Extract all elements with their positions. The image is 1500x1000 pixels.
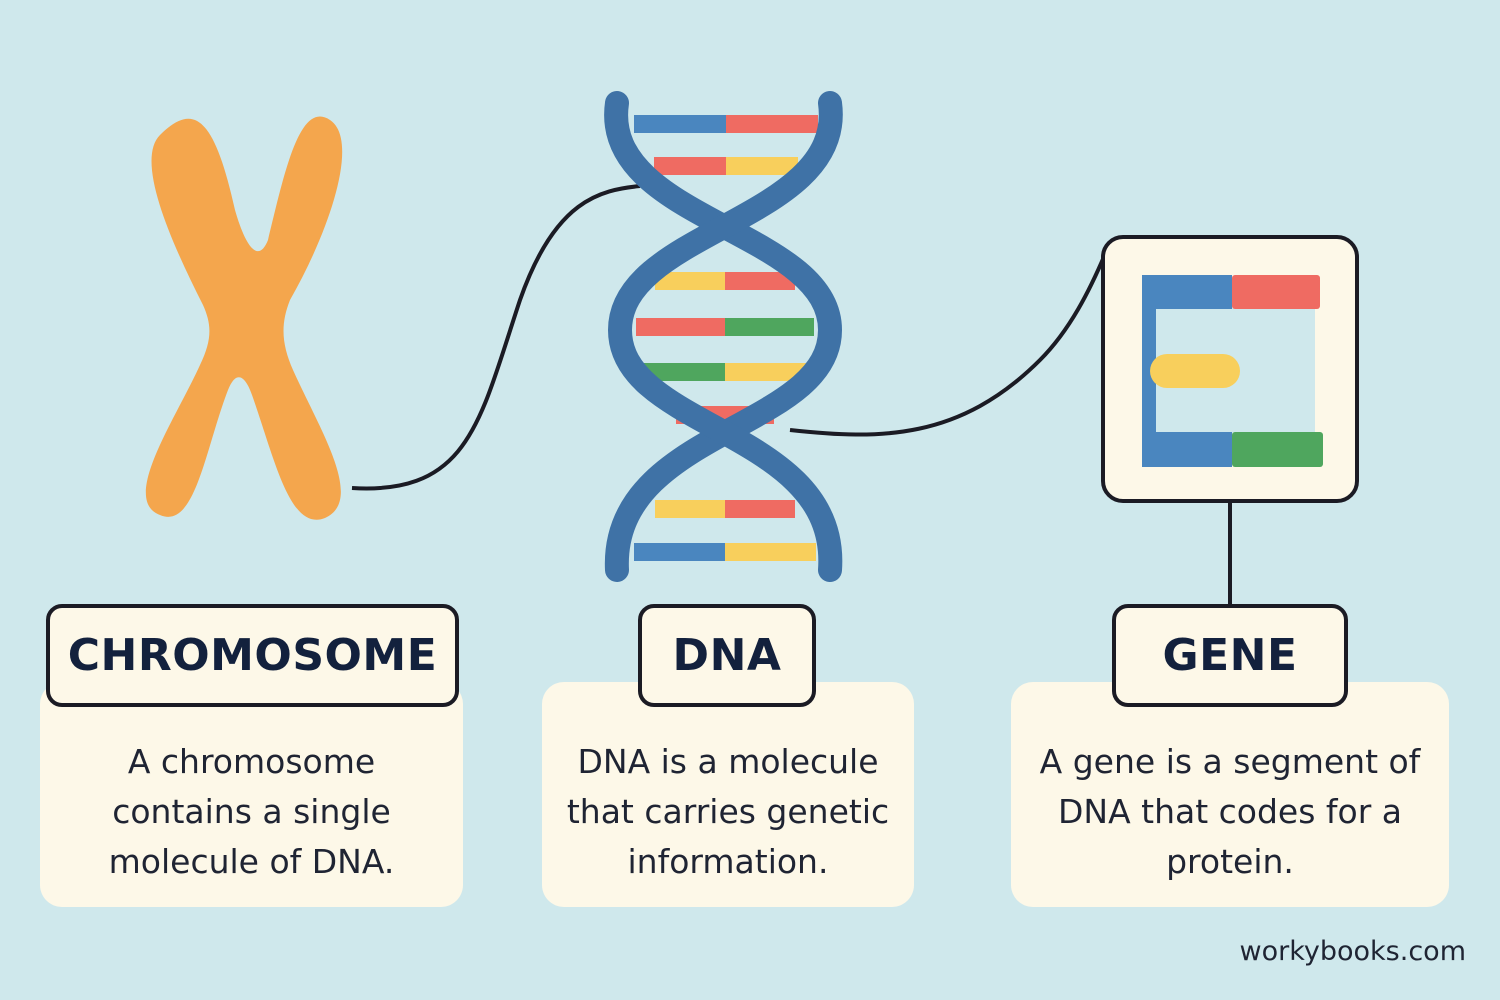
gene-label: GENE [1112,604,1348,707]
chromosome-description-box: A chromosome contains a single molecule … [40,682,463,907]
gene-label-text: GENE [1162,630,1298,681]
gene-description-box: A gene is a segment of DNA that codes fo… [1011,682,1449,907]
dna-helix-icon [604,91,843,582]
dna-label-text: DNA [672,630,782,681]
chromosome-description: A chromosome contains a single molecule … [108,741,395,881]
gene-description: A gene is a segment of DNA that codes fo… [1039,741,1421,881]
chromosome-icon [145,116,343,520]
dna-strand-right [607,91,843,582]
footer-site-name: workybooks.com [1239,936,1466,967]
chromosome-label: CHROMOSOME [46,604,459,707]
dna-label: DNA [638,604,816,707]
gene-icon [1101,235,1359,503]
chromosome-label-text: CHROMOSOME [67,630,438,681]
connector-chromosome-dna [351,184,641,491]
dna-description: DNA is a molecule that carries genetic i… [566,741,890,881]
connector-dna-gene [789,251,1108,437]
dna-description-box: DNA is a molecule that carries genetic i… [542,682,914,907]
dna-strand-left [604,91,843,582]
